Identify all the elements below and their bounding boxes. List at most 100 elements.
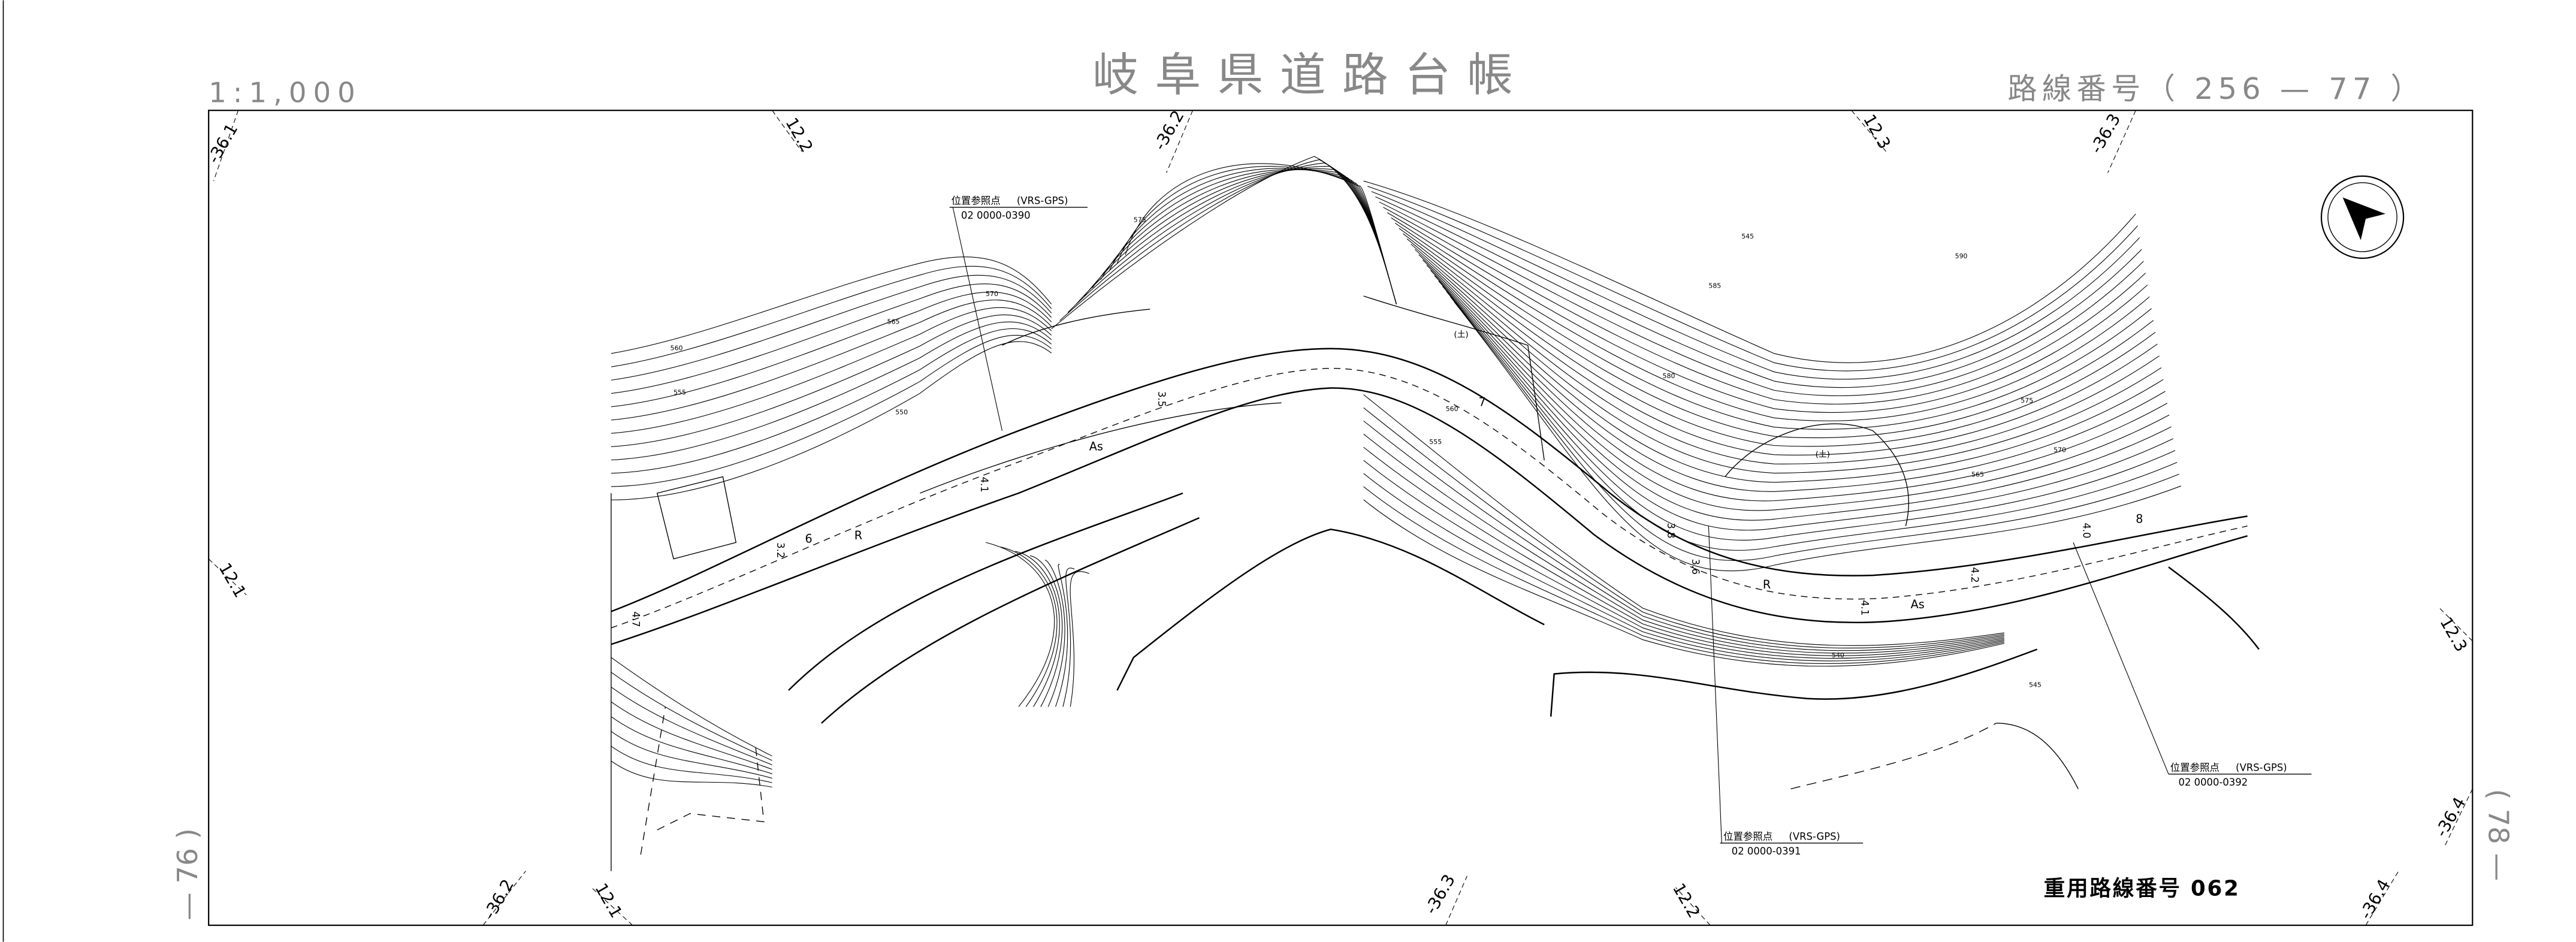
- contour-line: [1434, 275, 2172, 521]
- map-title: 岐阜県道路台帳: [1092, 49, 1529, 102]
- width-label: 8: [2136, 512, 2143, 526]
- contour-label: 565: [887, 318, 900, 326]
- contour-line: [611, 760, 772, 788]
- svg-text:位置参照点 (VRS-GPS): 位置参照点 (VRS-GPS): [1723, 831, 1840, 843]
- surface-label: As: [1089, 440, 1103, 454]
- contour-line: [611, 283, 1052, 394]
- svg-text:02 0000-0390: 02 0000-0390: [961, 210, 1031, 221]
- contour-line: [611, 672, 772, 761]
- contour-line: [611, 300, 1052, 421]
- width-label: 3.2: [775, 542, 786, 558]
- width-label: 7: [1479, 395, 1486, 409]
- svg-text:02 0000-0392: 02 0000-0392: [2179, 777, 2248, 788]
- grid-label: -36.2: [1150, 107, 1188, 153]
- width-label: 4.1: [1859, 600, 1870, 615]
- surface-label: As: [1911, 597, 1925, 611]
- grid-label: 12.3: [1859, 111, 1894, 152]
- contour-line: [1363, 460, 2004, 659]
- contour-line: [1076, 165, 1397, 305]
- contour-line: [1070, 571, 1089, 707]
- road: [611, 295, 2260, 871]
- width-label: 4.2: [1969, 567, 1980, 582]
- map-frame: [208, 110, 2474, 926]
- contour-line: [1363, 433, 2004, 654]
- contour-label: 545: [1741, 233, 1754, 240]
- soil-label: (土): [1816, 450, 1830, 460]
- contour-line: [1418, 254, 2164, 483]
- right-sheet-number: ( 78 —: [2483, 789, 2515, 881]
- route-number: 路線番号（ 256 — 77 ）: [2007, 71, 2425, 106]
- contour-line: [985, 542, 1055, 707]
- contour-line: [1406, 238, 2158, 455]
- contour-line: [1051, 156, 1397, 330]
- contour-line: [1055, 564, 1068, 707]
- svg-text:位置参照点 (VRS-GPS): 位置参照点 (VRS-GPS): [2170, 762, 2287, 773]
- contour-line: [1403, 233, 2156, 447]
- contour-line: [1449, 296, 2179, 561]
- overlap-route-number: 重用路線番号 062: [2044, 877, 2240, 901]
- contour-line: [1363, 499, 2005, 667]
- contour-label: 560: [1446, 405, 1458, 413]
- contour-line: [1125, 163, 1397, 304]
- soil-label: (土): [1454, 330, 1468, 340]
- contour-line: [611, 256, 1052, 354]
- contour-line: [1430, 270, 2170, 511]
- contour-line: [1059, 159, 1397, 321]
- contour-line: [1394, 222, 2152, 430]
- grid-label: 12.1: [591, 880, 625, 921]
- contour-label: 555: [674, 389, 686, 397]
- grid-label: 12.1: [215, 560, 249, 600]
- contour-line: [1363, 473, 2004, 662]
- contour-line: [1379, 201, 2144, 396]
- contour-line: [1044, 560, 1065, 707]
- contour-label: 570: [986, 290, 998, 298]
- contour-line: [611, 716, 772, 774]
- contour-line: [1442, 286, 2176, 541]
- contour-line: [1399, 228, 2154, 439]
- contour-line: [1062, 567, 1075, 707]
- contour-line: [611, 291, 1052, 407]
- r-label: R: [854, 529, 862, 542]
- contour-line: [1375, 196, 2142, 388]
- grid-labels: -36.1 12.2 -36.2 12.3 -36.3 12.1 12.3 -3…: [204, 107, 2471, 922]
- grid-label: -36.3: [1422, 871, 1459, 917]
- reference-point-0391: 位置参照点 (VRS-GPS) 02 0000-0391: [1708, 526, 1864, 857]
- contour-line: [1363, 394, 2004, 646]
- contour-line: [1367, 186, 2138, 372]
- contour-label: 565: [1971, 471, 1984, 479]
- contour-line: [611, 315, 1052, 447]
- contour-label: 575: [1134, 216, 1146, 224]
- contour-line: [1387, 212, 2148, 413]
- contour-line: [611, 687, 772, 765]
- contour-line: [1454, 301, 2182, 572]
- reference-point-0392: 位置参照点 (VRS-GPS) 02 0000-0392: [2073, 542, 2312, 788]
- contour-line: [1015, 551, 1060, 707]
- contour-label: 580: [1663, 372, 1675, 380]
- left-sheet-number: — 76 ): [171, 828, 204, 920]
- contour-line: [611, 701, 772, 770]
- width-label: 3.8: [1665, 523, 1677, 538]
- contour-label: 550: [895, 408, 908, 416]
- contour-line: [1000, 547, 1058, 707]
- contour-line: [1383, 207, 2146, 404]
- contour-line: [1422, 259, 2166, 492]
- contour-line: [1363, 486, 2005, 664]
- width-label: 6: [805, 532, 812, 545]
- contour-label: 555: [1429, 438, 1442, 446]
- contour-line: [611, 328, 1052, 474]
- grid-label: 12.3: [2436, 614, 2470, 655]
- contour-line: [611, 745, 772, 783]
- contour-line: [1438, 280, 2173, 531]
- grid-label: -36.1: [204, 120, 241, 167]
- r-label: R: [1763, 578, 1771, 591]
- contour-line: [611, 657, 772, 757]
- grid-label: -36.3: [2087, 111, 2124, 157]
- contour-line: [1029, 555, 1063, 707]
- contour-line: [1371, 191, 2140, 380]
- contour-line: [1363, 446, 2004, 656]
- contour-line: [1446, 291, 2178, 551]
- contour-line: [611, 265, 1052, 367]
- grid-label: -36.2: [481, 876, 518, 922]
- width-label: 4.0: [2080, 523, 2092, 538]
